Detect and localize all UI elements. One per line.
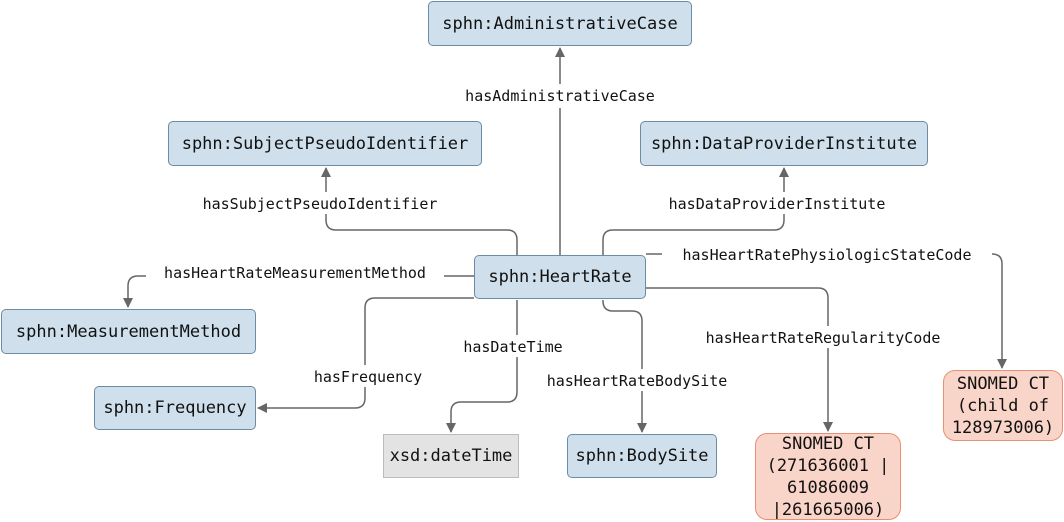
svg-text:hasHeartRateRegularityCode: hasHeartRateRegularityCode [706,329,941,347]
edge-has-data-provider-institute [602,167,789,255]
edge-label-has-regularity-code: hasHeartRateRegularityCode [690,326,956,348]
edge-has-datetime [446,300,518,433]
node-data-provider-institute: sphn:DataProviderInstitute [640,121,928,166]
svg-text:hasHeartRatePhysiologicStateCo: hasHeartRatePhysiologicStateCode [683,246,972,264]
edge-has-measurement-method [123,275,474,308]
edge-label-has-subject-pseudo-identifier: hasSubjectPseudoIdentifier [188,192,452,214]
edge-label-has-data-provider-institute: hasDataProviderInstitute [654,192,900,214]
node-administrative-case: sphn:AdministrativeCase [428,1,692,46]
edge-has-frequency [257,297,474,413]
node-heart-rate: sphn:HeartRate [474,255,646,299]
node-frequency: sphn:Frequency [94,386,256,430]
edge-label-has-measurement-method: hasHeartRateMeasurementMethod [146,261,444,283]
edge-label-has-administrative-case: hasAdministrativeCase [452,84,668,108]
svg-text:hasFrequency: hasFrequency [314,368,422,386]
node-body-site: sphn:BodySite [567,434,717,478]
node-datetime: xsd:dateTime [383,434,519,478]
edge-has-regularity-code [646,287,833,432]
edge-has-subject-pseudo-identifier [321,167,518,255]
svg-text:hasDateTime: hasDateTime [463,338,562,356]
edge-label-has-physiologic-state-code: hasHeartRatePhysiologicStateCode [662,243,992,265]
svg-text:hasSubjectPseudoIdentifier: hasSubjectPseudoIdentifier [203,195,438,213]
edge-label-has-body-site: hasHeartRateBodySite [547,369,728,391]
edge-has-body-site [602,300,647,433]
edge-label-has-datetime: hasDateTime [454,335,580,357]
svg-text:hasHeartRateBodySite: hasHeartRateBodySite [547,372,728,390]
node-regularity-terminology: SNOMED CT (271636001 | 61086009 |2616650… [755,433,901,520]
edge-has-physiologic-state-code [646,253,1007,369]
node-physiologic-state-terminology: SNOMED CT (child of 128973006) [943,370,1063,441]
svg-text:hasHeartRateMeasurementMethod: hasHeartRateMeasurementMethod [164,264,426,282]
svg-text:hasDataProviderInstitute: hasDataProviderInstitute [669,195,886,213]
edge-label-has-frequency: hasFrequency [305,365,431,387]
node-measurement-method: sphn:MeasurementMethod [1,309,256,354]
svg-text:hasAdministrativeCase: hasAdministrativeCase [465,87,655,105]
node-subject-pseudo-identifier: sphn:SubjectPseudoIdentifier [168,121,482,166]
